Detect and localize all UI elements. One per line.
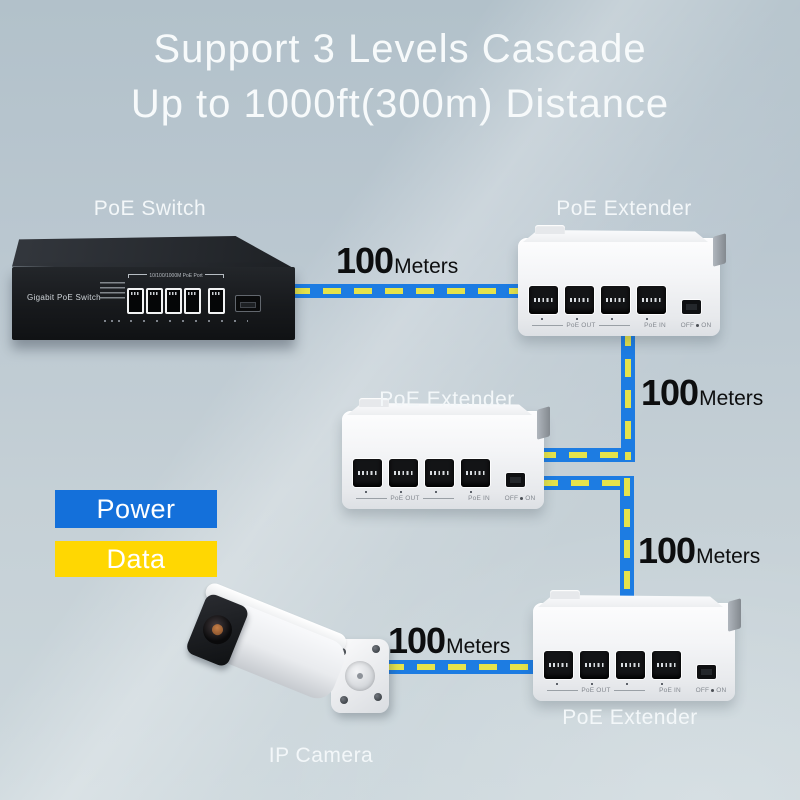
rj45-port-icon	[529, 286, 558, 314]
cable-camera-to-extender3	[384, 660, 536, 674]
rj45-port-icon	[580, 651, 609, 679]
screw-icon	[372, 645, 380, 653]
rj45-port-icon	[565, 286, 594, 314]
legend-data: Data	[55, 541, 217, 577]
rj45-port-icon	[461, 459, 490, 487]
poe-out-label: PoE OUT	[529, 322, 633, 329]
legend-power-label: Power	[96, 493, 176, 524]
poe-in-label: PoE IN	[659, 687, 681, 694]
extender-top-face	[523, 230, 708, 242]
label-poe-extender-1: PoE Extender	[556, 197, 692, 220]
cable-extender2-out	[538, 476, 634, 490]
sfp-port-icon	[235, 295, 261, 312]
extender-top-face	[538, 595, 723, 607]
page-title: Support 3 Levels Cascade Up to 1000ft(30…	[0, 22, 800, 132]
cable-down-to-extender3	[620, 476, 634, 608]
dc-port-icon	[682, 300, 701, 314]
ip-camera-device	[184, 580, 354, 713]
rj45-port-icon	[601, 286, 630, 314]
extender-top-face	[347, 403, 532, 415]
dc-port-icon	[697, 665, 716, 679]
rj45-port-icon	[146, 288, 163, 314]
cable-dash	[625, 328, 631, 460]
extender-port-row	[353, 459, 525, 487]
screw-icon	[374, 693, 382, 701]
cable-dash	[538, 452, 633, 458]
cable-dash	[292, 288, 521, 294]
label-poe-switch: PoE Switch	[93, 197, 207, 220]
rj45-port-icon	[652, 651, 681, 679]
poe-switch-device: Gigabit PoE Switch 10/100/1000M PoE Port	[12, 236, 295, 354]
mount-hub	[345, 661, 375, 691]
rj45-port-icon	[353, 459, 382, 487]
rj45-port-icon	[389, 459, 418, 487]
cable-switch-to-extender1	[290, 284, 523, 298]
rj45-port-icon	[544, 651, 573, 679]
rj45-port-icon	[425, 459, 454, 487]
poe-out-label: PoE OUT	[353, 495, 457, 502]
poe-in-label: PoE IN	[644, 322, 666, 329]
screw-icon	[340, 696, 348, 704]
rj45-port-icon	[616, 651, 645, 679]
switch-led-row	[130, 320, 248, 322]
rj45-port-icon	[127, 288, 144, 314]
mounting-tab	[535, 225, 565, 234]
extender-led-row	[541, 318, 667, 320]
extender-port-row	[529, 286, 701, 314]
poe-out-label: PoE OUT	[544, 687, 648, 694]
legend-data-label: Data	[106, 543, 166, 574]
mounting-ear	[713, 233, 726, 267]
mounting-ear	[537, 406, 550, 440]
camera-lens-icon	[198, 610, 237, 649]
label-poe-extender-3: PoE Extender	[562, 706, 698, 729]
extender-led-row	[556, 683, 682, 685]
switch-led-row	[104, 320, 122, 322]
label-ip-camera: IP Camera	[268, 744, 374, 767]
switch-port-row	[127, 288, 261, 314]
switch-brand-text: Gigabit PoE Switch	[27, 293, 101, 302]
title-line-1: Support 3 Levels Cascade	[153, 27, 647, 71]
cable-dash	[624, 478, 630, 606]
poe-in-label: PoE IN	[468, 495, 490, 502]
cable-elbow-to-extender2	[536, 448, 635, 462]
dc-port-icon	[506, 473, 525, 487]
uplink-port-icon	[208, 288, 225, 314]
switch-spec-text-block	[100, 282, 125, 299]
cable-extender1-down	[621, 326, 635, 462]
extender-led-row	[365, 491, 491, 493]
mounting-tab	[550, 590, 580, 599]
extender-port-row	[544, 651, 716, 679]
cable-dash	[540, 480, 632, 486]
rj45-port-icon	[184, 288, 201, 314]
legend-power: Power	[55, 490, 217, 528]
switch-top-face	[12, 236, 295, 269]
label-poe-extender-2: PoE Extender	[379, 388, 515, 411]
switch-front-panel: Gigabit PoE Switch 10/100/1000M PoE Port	[12, 267, 295, 340]
switch-port-group-label: 10/100/1000M PoE Port	[128, 273, 224, 279]
lens-iris	[210, 622, 225, 637]
rj45-port-icon	[165, 288, 182, 314]
mounting-tab	[359, 398, 389, 407]
cable-dash	[386, 664, 534, 670]
title-line-2: Up to 1000ft(300m) Distance	[130, 82, 670, 126]
mounting-ear	[728, 598, 741, 632]
rj45-port-icon	[637, 286, 666, 314]
